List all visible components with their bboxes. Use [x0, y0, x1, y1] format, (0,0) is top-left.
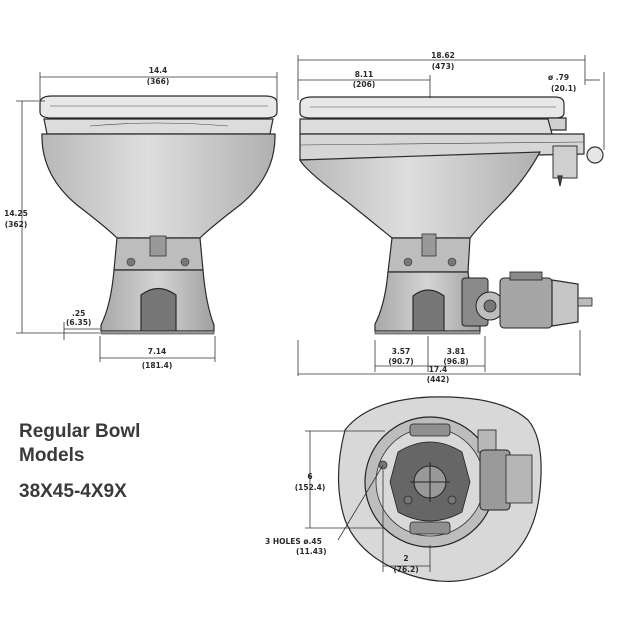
side-lid	[299, 96, 565, 119]
side-right-mm: (96.8)	[443, 357, 468, 366]
front-base-mm: (181.4)	[142, 361, 173, 370]
side-view	[299, 96, 604, 335]
title-line2: Models	[19, 445, 84, 466]
side-overall-mm: (473)	[432, 62, 455, 71]
bottom-dimensions: 6 (152.4) 3 HOLES ø.45 (11.43) 2 (76.2)	[265, 430, 431, 574]
front-height-in: 14.25	[4, 209, 28, 218]
front-width-in: 14.4	[149, 66, 168, 75]
front-foot-in: .25	[72, 309, 85, 318]
bottom-holes-label: 3 HOLES ø.45	[265, 537, 322, 546]
front-lid	[39, 95, 278, 119]
bottom-offset-mm: (76.2)	[393, 565, 418, 574]
bottom-view	[337, 396, 542, 582]
side-left-in: 3.57	[392, 347, 411, 356]
front-foot-mm: (6.35)	[66, 318, 91, 327]
front-view	[39, 95, 278, 335]
bottom-offset-in: 2	[403, 554, 408, 563]
title-line1: Regular Bowl	[19, 421, 140, 442]
side-hole-mm: (20.1)	[551, 84, 576, 93]
title-block: Regular Bowl Models 38X45-4X9X	[19, 421, 140, 502]
side-bowl	[299, 151, 542, 239]
side-seat-mm: (206)	[353, 80, 376, 89]
side-left-mm: (90.7)	[388, 357, 413, 366]
model-number: 38X45-4X9X	[19, 481, 127, 502]
side-base-in: 17.4	[429, 365, 448, 374]
bottom-pump	[477, 429, 533, 511]
side-overall-in: 18.62	[431, 51, 455, 60]
side-hole-in: ø .79	[548, 73, 569, 82]
front-height-mm: (362)	[5, 220, 28, 229]
front-seat	[43, 118, 274, 135]
side-seat-in: 8.11	[355, 70, 374, 79]
side-right-in: 3.81	[447, 347, 466, 356]
side-dimensions: 18.62 (473) 8.11 (206) ø .79 (20.1) 3.57…	[297, 51, 605, 384]
front-dimensions: 14.4 (366) 14.25 (362) 7.14 (181.4) .25 …	[4, 66, 278, 370]
side-seat	[299, 118, 553, 135]
front-bowl	[41, 133, 276, 239]
bottom-height-in: 6	[307, 472, 312, 481]
front-width-mm: (366)	[147, 77, 170, 86]
side-pump	[461, 271, 593, 329]
front-base-in: 7.14	[148, 347, 167, 356]
bottom-holes-mm: (11.43)	[296, 547, 327, 556]
side-base-mm: (442)	[427, 375, 450, 384]
bottom-height-mm: (152.4)	[295, 483, 326, 492]
